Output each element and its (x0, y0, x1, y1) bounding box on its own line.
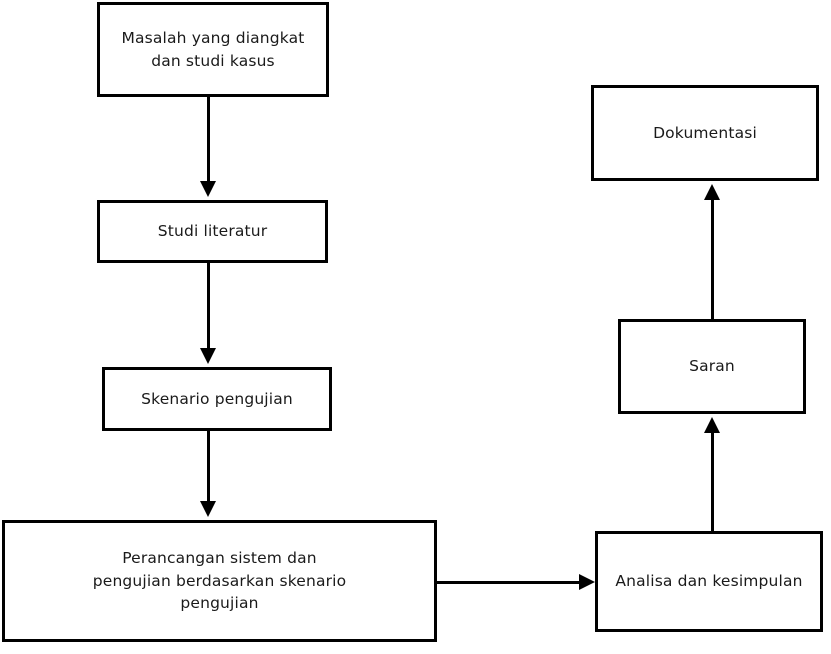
arrowhead-up-icon (704, 184, 720, 200)
connector-perancangan-to-analisa (437, 581, 583, 584)
arrowhead-right-icon (579, 574, 595, 590)
flowchart-node-dokumentasi[interactable]: Dokumentasi (591, 85, 819, 181)
flowchart-node-label: Skenario pengujian (141, 389, 293, 408)
arrowhead-down-icon (200, 348, 216, 364)
arrowhead-down-icon (200, 181, 216, 197)
flowchart-node-perancangan[interactable]: Perancangan sistem dan pengujian berdasa… (2, 520, 437, 642)
arrowhead-up-icon (704, 417, 720, 433)
connector-analisa-to-saran (711, 432, 714, 533)
flowchart-node-label: Perancangan sistem dan pengujian berdasa… (92, 549, 347, 613)
flowchart-node-label: Dokumentasi (653, 123, 757, 142)
arrowhead-down-icon (200, 501, 216, 517)
flowchart-node-label: Studi literatur (157, 222, 268, 241)
flowchart-node-studi-literatur[interactable]: Studi literatur (97, 200, 328, 263)
flowchart-node-label: Analisa dan kesimpulan (615, 572, 803, 591)
flowchart-node-masalah[interactable]: Masalah yang diangkat dan studi kasus (97, 2, 329, 97)
connector-masalah-to-studi (207, 97, 210, 183)
flowchart-node-analisa-kesimpulan[interactable]: Analisa dan kesimpulan (595, 531, 823, 632)
connector-skenario-to-perancangan (207, 431, 210, 503)
flowchart-node-label: Masalah yang diangkat dan studi kasus (121, 29, 305, 70)
connector-studi-to-skenario (207, 263, 210, 350)
flowchart-node-saran[interactable]: Saran (618, 319, 806, 414)
flowchart-node-label: Saran (689, 357, 735, 376)
connector-saran-to-dokumentasi (711, 199, 714, 321)
flowchart-node-skenario-pengujian[interactable]: Skenario pengujian (102, 367, 332, 431)
